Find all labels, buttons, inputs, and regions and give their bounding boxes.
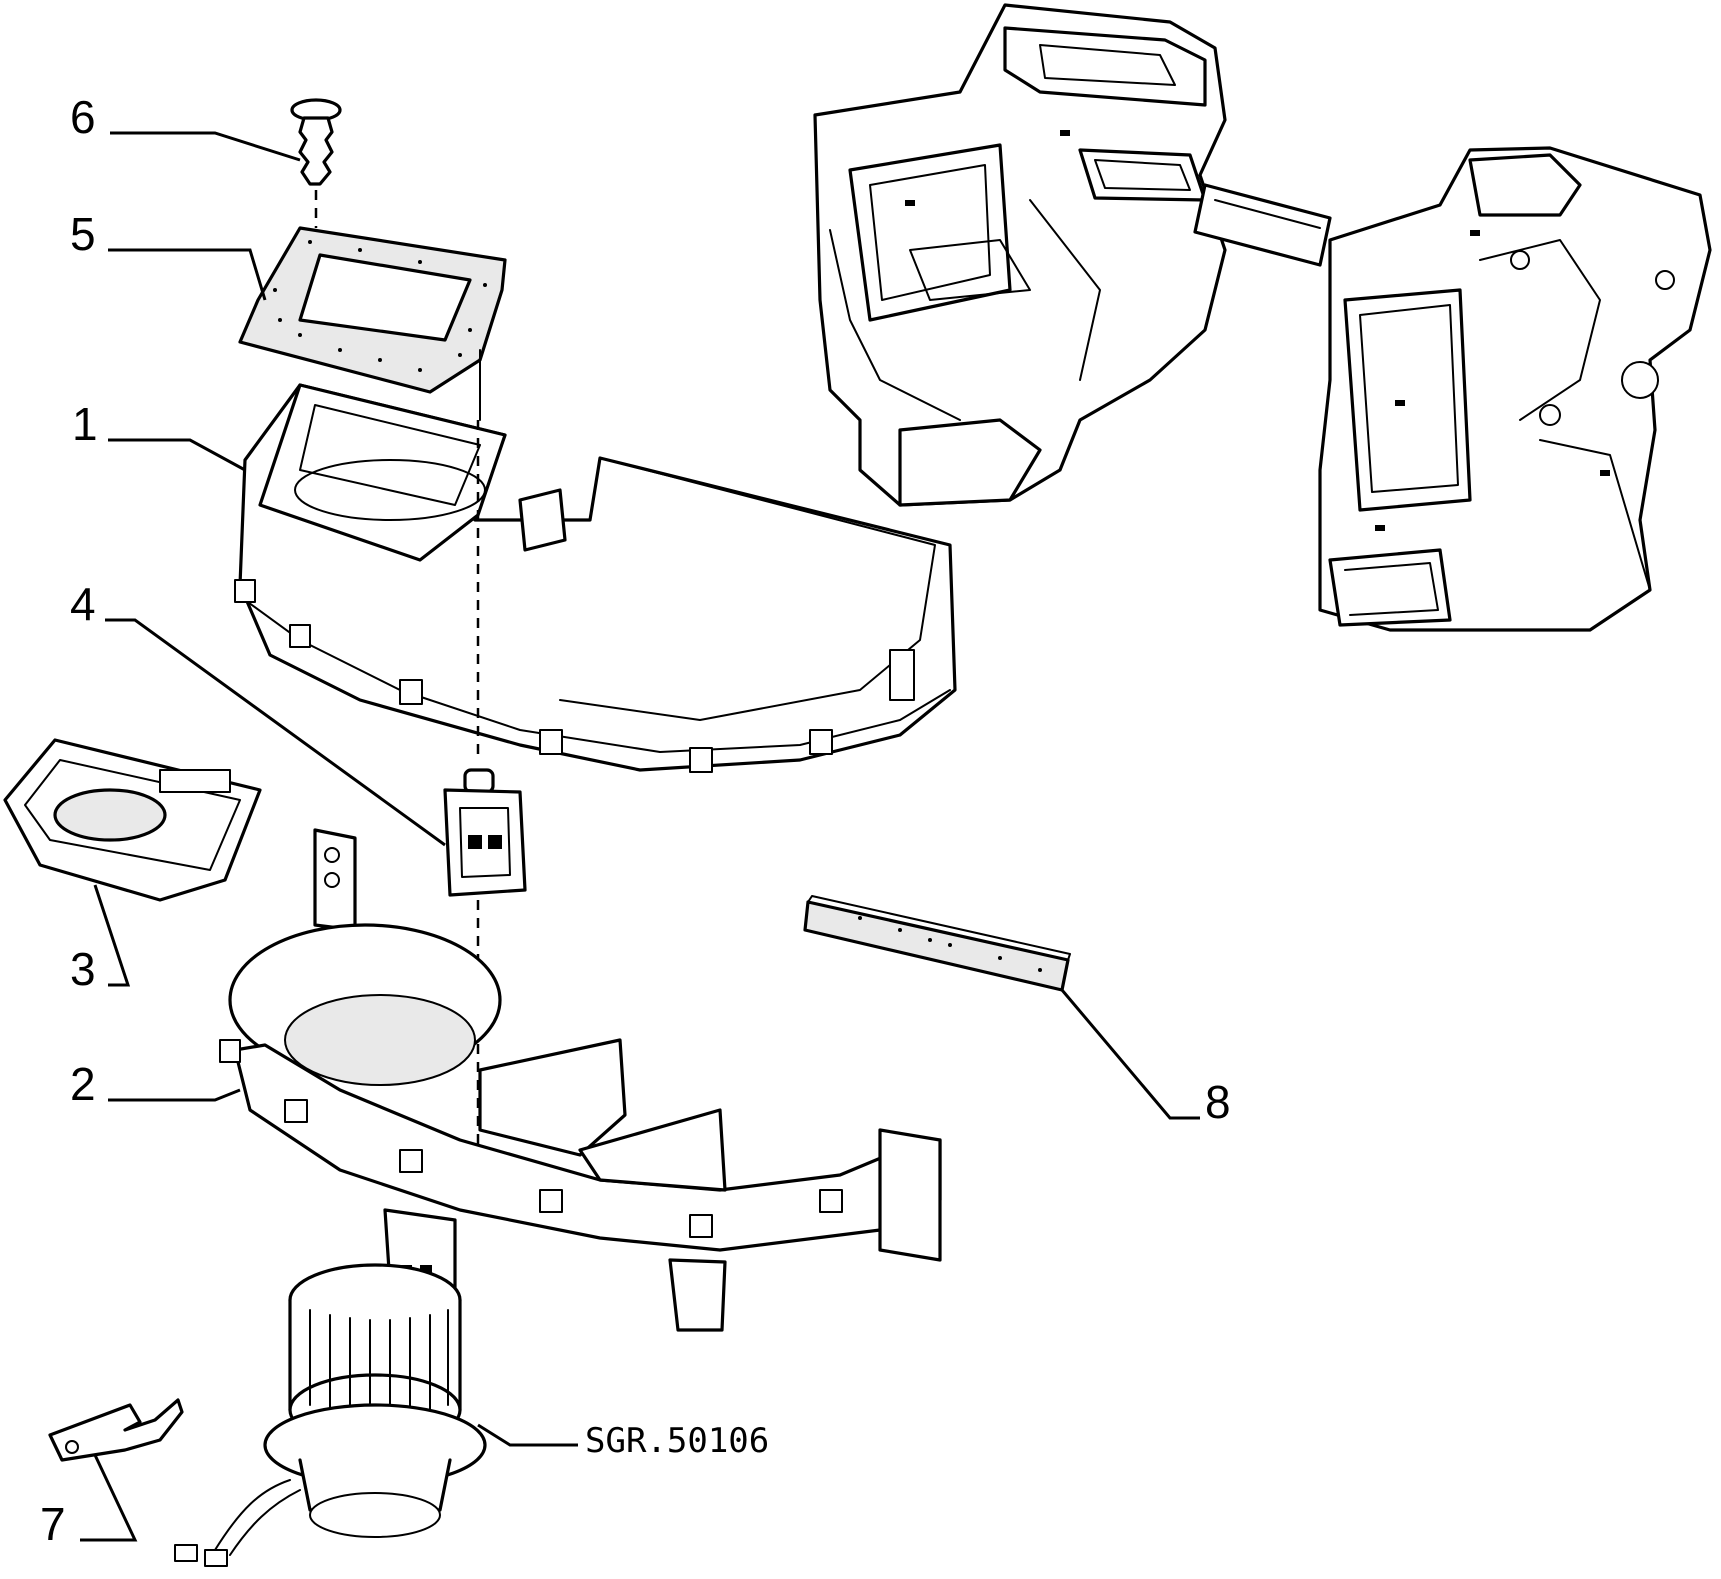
leader-5 bbox=[108, 248, 267, 301]
callout-2: 2 bbox=[70, 1058, 96, 1110]
housing-base-icon bbox=[219, 828, 942, 1332]
resistor-icon bbox=[443, 768, 527, 897]
leader-lines bbox=[80, 131, 1200, 1542]
rivet-icon bbox=[290, 98, 342, 228]
callout-1: 1 bbox=[72, 398, 98, 450]
callout-4: 4 bbox=[70, 578, 96, 630]
leader-8 bbox=[1060, 989, 1200, 1120]
leader-1 bbox=[108, 438, 246, 472]
gasket-icon bbox=[238, 226, 507, 421]
leader-4 bbox=[105, 618, 446, 847]
leader-7 bbox=[80, 1454, 138, 1542]
leader-3 bbox=[93, 884, 131, 987]
blower-motor-icon bbox=[174, 1263, 487, 1567]
callout-3: 3 bbox=[70, 943, 96, 995]
callout-5: 5 bbox=[70, 208, 96, 260]
bracket-icon bbox=[48, 1398, 184, 1462]
reference-code: SGR.50106 bbox=[585, 1421, 769, 1461]
callout-7: 7 bbox=[40, 1498, 66, 1550]
leader-6 bbox=[110, 131, 301, 162]
callout-8: 8 bbox=[1205, 1076, 1231, 1128]
housing-cover-icon bbox=[234, 383, 957, 773]
leader-ref bbox=[477, 1423, 578, 1447]
leader-2 bbox=[108, 1088, 241, 1102]
grille-icon bbox=[3, 738, 262, 902]
seal-strip-icon bbox=[803, 895, 1071, 992]
heater-box-icon bbox=[813, 3, 1712, 632]
callout-6: 6 bbox=[70, 91, 96, 143]
